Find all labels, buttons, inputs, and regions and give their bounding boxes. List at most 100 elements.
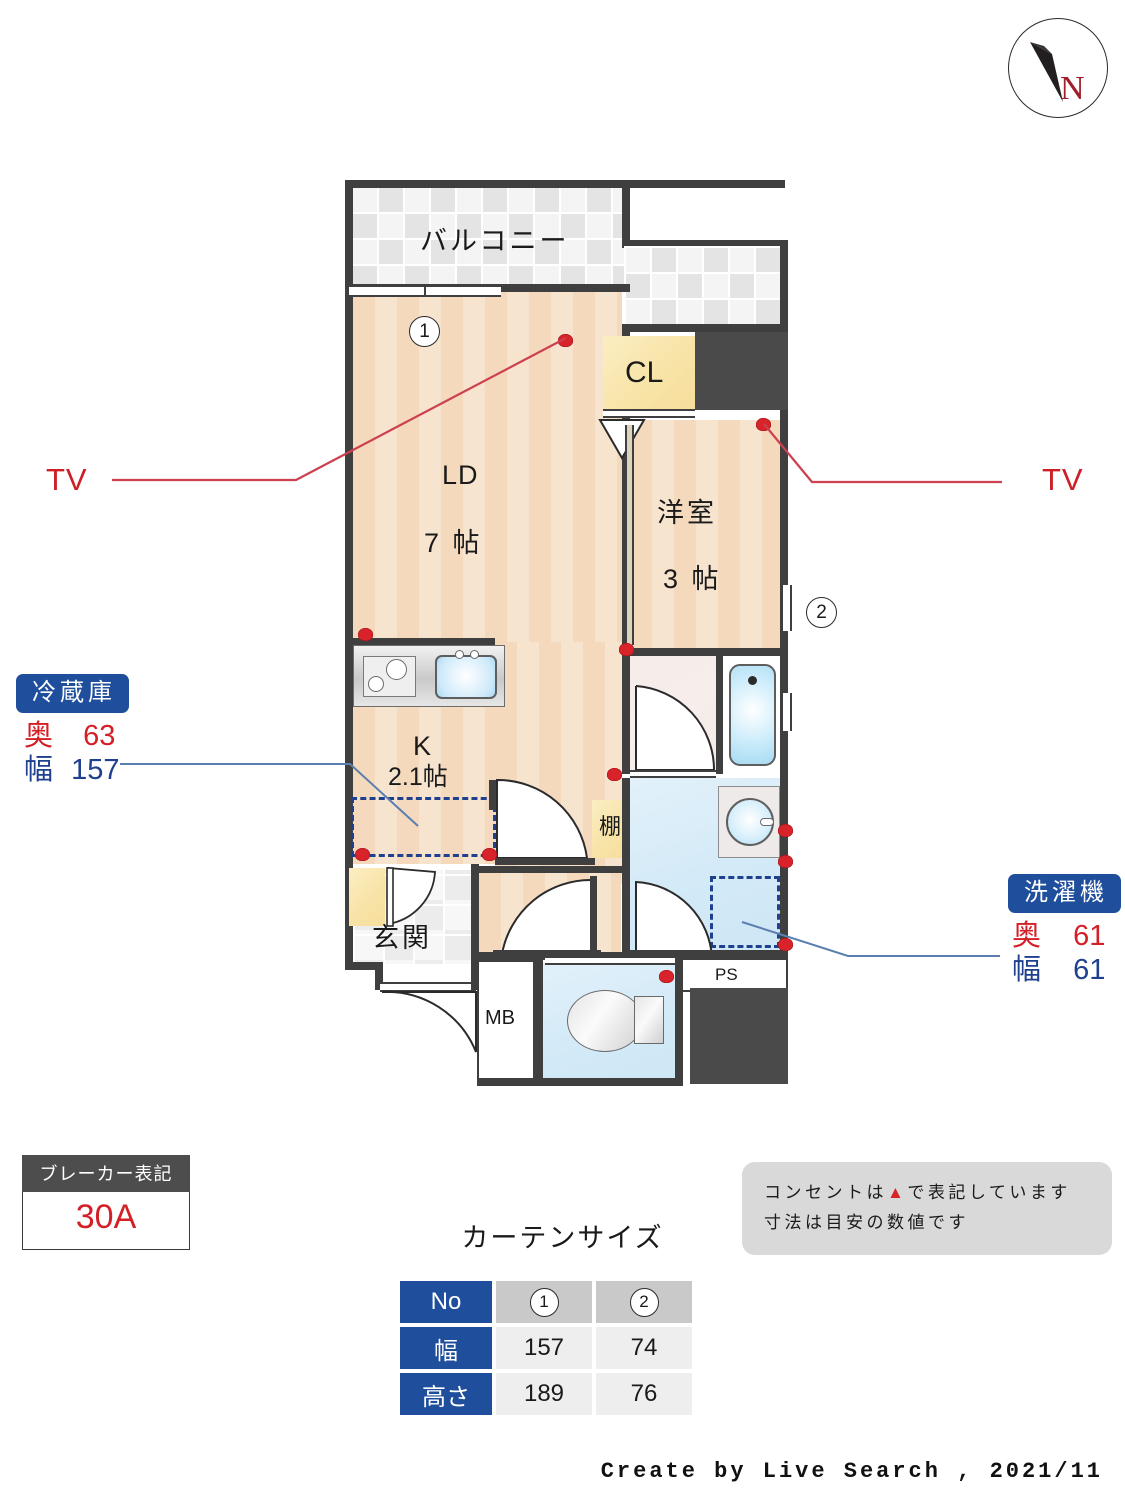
kitchen-counter-wall [353,638,495,645]
sink-faucet-icon [455,650,464,659]
window-mark-1: 1 [409,316,440,347]
shoe-closet-door-icon [386,867,436,927]
table-row-no: No 1 2 [400,1281,692,1323]
outlet-kitchen-floor-right [482,848,497,861]
outlet-bedroom-south [619,643,634,656]
floor-plan-drawing: バルコニー 1 LD 7 帖 K 2.1帖 CL 洋室 3 帖 2 [16,180,1121,1086]
stove-burner-small-icon [368,676,384,692]
table-row-width: 幅 157 74 [400,1327,692,1369]
structural-block-bottom-right [690,988,788,1084]
curtain-col2-height: 76 [596,1373,692,1415]
kitchen-door-sill [495,858,595,865]
bedroom-window [781,585,792,631]
legend-note-line1-before: コンセントは [764,1183,887,1202]
compass-needle-icon [1030,42,1063,102]
washer-title: 洗濯機 [1008,874,1121,913]
fridge-width-value: 157 [71,754,120,787]
washer-placement-box [710,876,780,948]
fridge-placement-box [351,797,496,857]
curtain-col1-height: 189 [496,1373,592,1415]
bedroom-sliding-door [625,425,634,645]
outlet-vanity-upper [778,824,793,837]
compass-north-label: N [1060,70,1085,107]
toilet-wall-bottom [477,1078,683,1086]
hall-door-swing-icon [500,878,593,955]
curtain-size-title-wrap: カーテンサイズ [0,1216,1125,1255]
room-bedroom-size: 3 帖 [663,564,722,594]
washer-depth-label: 奥 [1012,920,1042,952]
outlet-washroom-left [607,768,622,781]
entrance-wall-right [471,864,479,990]
legend-note-line2: 寸法は目安の数値です [764,1212,969,1232]
balcony-wall-left [345,180,353,292]
room-kitchen-name: K [413,731,433,761]
balcony-wall-step-h [622,240,788,248]
toilet-door [545,956,675,965]
outlet-kitchen-floor-left [355,848,370,861]
bedroom-wall-bottom [622,648,788,656]
bathroom-door-swing-icon [635,685,716,771]
sink-faucet-handle-icon [470,650,479,659]
curtain-col1-no: 1 [496,1281,592,1323]
tv-right-label: TV [1042,462,1084,497]
meter-box-label: MB [485,1007,515,1029]
hall-door-jamb [590,876,597,954]
footer-credit-wrap: Create by Live Search , 2021/11 [0,1459,1103,1484]
curtain-size-title: カーテンサイズ [461,1223,664,1253]
washroom-door-swing-icon [635,880,714,959]
curtain-row-header-width: 幅 [400,1327,492,1369]
fridge-width-label: 幅 [24,754,54,787]
balcony-wall-bottom-right [622,324,788,332]
fridge-leader-line [120,763,419,827]
window-mark-2-label: 2 [816,601,827,623]
bathroom-wall-left [622,656,630,774]
table-row-height: 高さ 189 76 [400,1373,692,1415]
curtain-col2-width: 74 [596,1327,692,1369]
balcony-floor-lower [624,246,782,326]
exterior-wall-left [345,288,353,970]
washer-width-value: 61 [1073,954,1106,987]
bathtub-drain-icon [748,676,757,685]
washer-callout: 洗濯機 奥 61 幅 61 [1008,874,1121,987]
legend-note-line1: コンセントは▲で表記しています [764,1178,1094,1208]
kitchen-door-jamb [489,780,497,810]
curtain-size-table: No 1 2 幅 157 74 高さ 189 76 [396,1277,696,1419]
curtain-col1-no-label: 1 [539,1292,549,1311]
fridge-callout: 冷蔵庫 奥 63 幅 157 [16,674,129,787]
curtain-col2-no-label: 2 [639,1292,649,1311]
washer-leader-line [741,921,1000,957]
outlet-washer [778,938,793,951]
tv-left-leader-line [112,337,567,482]
structural-block-top-right [695,332,788,410]
washroom-wall-left-upper [622,778,630,874]
toilet-tank [634,996,664,1044]
bathroom-wall-tub-divider [716,656,723,774]
room-kitchen-size: 2.1帖 [388,763,448,791]
closet-cl-door [603,409,695,418]
balcony-label: バルコニー [420,226,570,256]
shelf-tana-label: 棚 [599,814,622,839]
entrance-step-wall [375,962,383,988]
window-mark-2: 2 [806,597,837,628]
window-mark-1-label: 1 [419,320,430,342]
room-ld-size: 7 帖 [424,528,483,558]
legend-note: コンセントは▲で表記しています 寸法は目安の数値です [742,1162,1112,1255]
entrance-wall-bottom-left [345,962,381,970]
window-mark-1-ref: 1 [529,1287,559,1317]
outlet-symbol-icon: ▲ [887,1183,908,1202]
footer-credit: Create by Live Search , 2021/11 [600,1459,1103,1484]
toilet-wall-right [675,958,683,1084]
breaker-info-box: ブレーカー表記 30A [22,1155,190,1250]
kitchen-door-swing-icon [496,778,589,859]
breaker-title: ブレーカー表記 [22,1155,190,1192]
toilet-wall-left [535,958,543,1084]
washer-width-label: 幅 [1012,954,1042,987]
washer-depth-value: 61 [1073,920,1106,952]
balcony-wall-top [345,180,785,188]
kitchen-sink-basin [435,655,497,699]
outlet-vanity-lower [778,855,793,868]
outlet-kitchen-counter [358,628,373,641]
curtain-col1-width: 157 [496,1327,592,1369]
curtain-row-header-height: 高さ [400,1373,492,1415]
hall-wall-top [475,866,625,873]
